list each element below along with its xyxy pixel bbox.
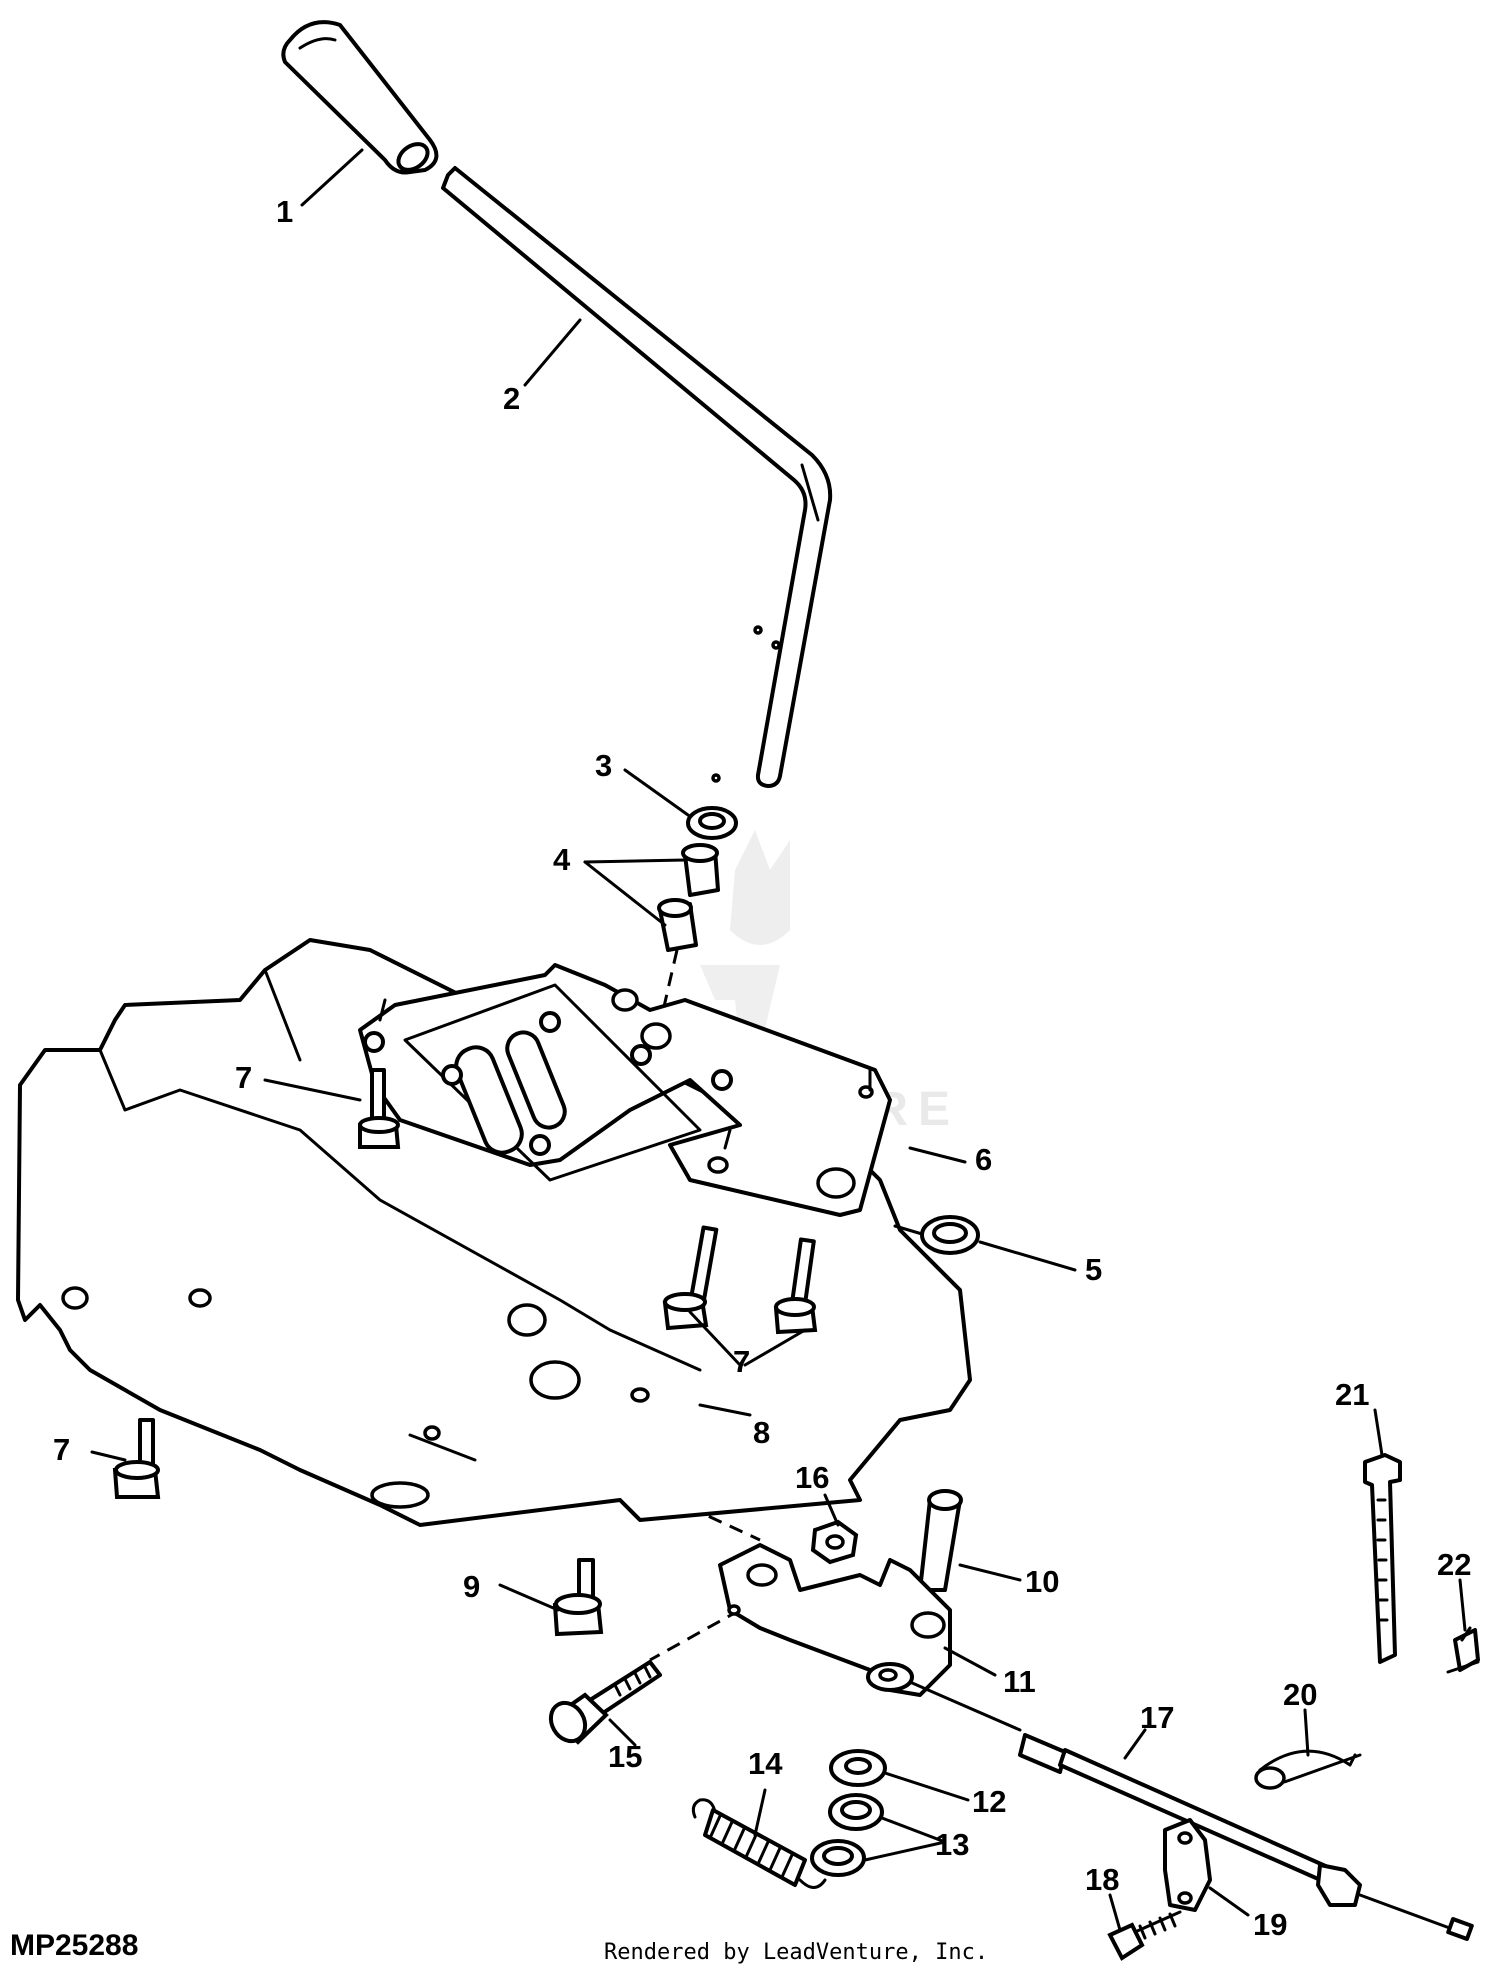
callout-11: 11	[1003, 1664, 1036, 1699]
callout-21: 21	[1335, 1377, 1369, 1412]
callout-2: 2	[503, 381, 520, 416]
callout-16: 16	[795, 1460, 829, 1495]
render-credit: Rendered by LeadVenture, Inc.	[604, 1940, 989, 1965]
part-washers-13[interactable]	[810, 1793, 884, 1877]
part-bushings[interactable]	[657, 843, 720, 952]
part-bracket-19[interactable]	[1163, 1818, 1212, 1912]
callout-7-left: 7	[53, 1432, 70, 1467]
callout-20: 20	[1283, 1677, 1317, 1712]
part-nut-16[interactable]	[810, 1519, 859, 1565]
callout-18: 18	[1085, 1862, 1119, 1897]
part-bolt-7-top[interactable]	[358, 1068, 401, 1149]
part-cable-tie-21[interactable]	[1363, 1453, 1402, 1664]
part-screw-18[interactable]	[1107, 1910, 1182, 1961]
part-spring-14[interactable]	[691, 1798, 827, 1889]
centerline-bolt	[649, 1608, 741, 1662]
part-bolt-9[interactable]	[552, 1558, 604, 1637]
part-cable-17[interactable]	[866, 1662, 1474, 1941]
callout-8: 8	[753, 1415, 770, 1450]
callout-9: 9	[463, 1569, 480, 1604]
part-bolt-7-left[interactable]	[112, 1418, 161, 1499]
part-clip-20[interactable]	[1254, 1749, 1362, 1790]
callout-15: 15	[608, 1739, 642, 1774]
part-pin-10[interactable]	[918, 1489, 963, 1592]
callout-3: 3	[595, 748, 612, 783]
part-push-clip-22[interactable]	[1446, 1626, 1480, 1674]
part-handle-grip[interactable]	[281, 20, 439, 175]
callout-6: 6	[975, 1142, 992, 1177]
part-washer-3[interactable]	[686, 806, 738, 840]
part-mount-plate[interactable]	[16, 938, 972, 1527]
callout-13: 13	[935, 1827, 969, 1862]
callout-1: 1	[276, 194, 293, 229]
part-pivot-arm[interactable]	[718, 1543, 952, 1697]
callout-19: 19	[1253, 1907, 1287, 1942]
callout-4: 4	[553, 842, 571, 877]
diagram-id: MP25288	[10, 1929, 139, 1962]
callout-12: 12	[972, 1784, 1006, 1819]
callout-7-top: 7	[235, 1060, 252, 1095]
callout-22: 22	[1437, 1547, 1471, 1582]
part-washer-5[interactable]	[920, 1215, 980, 1255]
callout-17: 17	[1140, 1700, 1174, 1735]
part-washer-12[interactable]	[829, 1749, 887, 1787]
callout-14: 14	[748, 1746, 783, 1781]
callout-5: 5	[1085, 1252, 1102, 1287]
part-bolt-7-right-a[interactable]	[662, 1225, 719, 1331]
leader-lines	[90, 148, 1467, 1932]
part-bolt-7-right-b[interactable]	[773, 1237, 818, 1335]
part-bolt-15[interactable]	[544, 1660, 662, 1747]
part-shift-lever[interactable]	[441, 166, 833, 788]
part-shift-plate[interactable]	[358, 963, 892, 1217]
callout-10: 10	[1025, 1564, 1059, 1599]
callout-7-right: 7	[733, 1344, 750, 1379]
